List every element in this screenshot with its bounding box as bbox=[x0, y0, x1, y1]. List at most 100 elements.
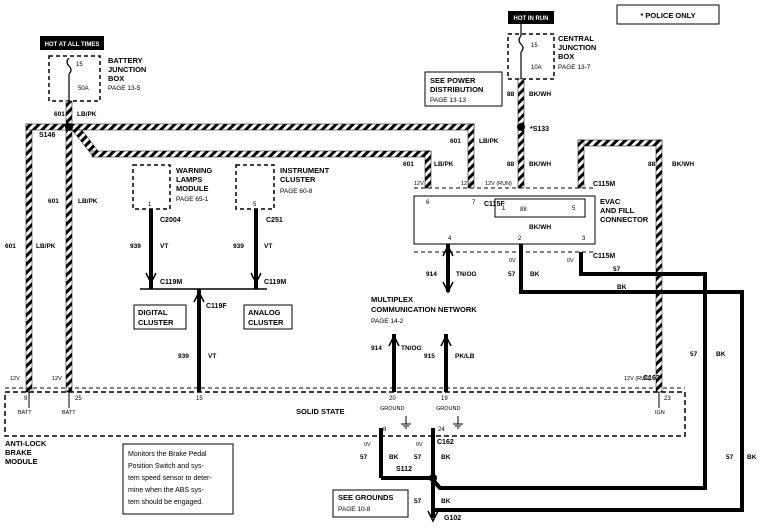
svg-text:Position Switch and sys-: Position Switch and sys- bbox=[128, 463, 205, 470]
connector-c251: C251 bbox=[266, 217, 283, 224]
svg-text:57: 57 bbox=[690, 351, 698, 358]
svg-text:LAMPS: LAMPS bbox=[176, 175, 202, 184]
warning-lamps-module: WARNING LAMPS MODULE PAGE 65-1 1 C2004 bbox=[132, 164, 212, 224]
svg-text:601: 601 bbox=[48, 198, 59, 205]
svg-text:10A: 10A bbox=[531, 65, 542, 71]
svg-text:SEE GROUNDS: SEE GROUNDS bbox=[338, 493, 393, 502]
svg-text:7: 7 bbox=[472, 200, 476, 206]
svg-text:3: 3 bbox=[582, 236, 586, 242]
svg-text:25: 25 bbox=[75, 396, 82, 402]
svg-text:88: 88 bbox=[507, 91, 515, 98]
svg-text:0V: 0V bbox=[567, 258, 574, 264]
svg-text:12V (RUN): 12V (RUN) bbox=[485, 181, 512, 187]
connector-arrow-icon bbox=[193, 290, 205, 303]
connector-arrow-icon bbox=[145, 272, 157, 285]
ground-g102-label: G102 bbox=[444, 515, 461, 522]
svg-text:BK: BK bbox=[747, 454, 757, 461]
connector-c162-bottom: C162 bbox=[437, 439, 454, 446]
note-box: Monitors the Brake Pedal Position Switch… bbox=[122, 443, 234, 515]
svg-text:BATT: BATT bbox=[62, 410, 76, 416]
svg-text:939: 939 bbox=[130, 243, 141, 250]
svg-text:1: 1 bbox=[148, 202, 152, 208]
svg-text:BK/WH: BK/WH bbox=[672, 161, 694, 168]
splice-s133-label: *S133 bbox=[530, 126, 549, 133]
arrow-up-icon bbox=[440, 334, 452, 347]
hot-in-run-badge: HOT IN RUN bbox=[508, 11, 554, 24]
svg-text:GROUND: GROUND bbox=[436, 406, 460, 412]
svg-text:BK: BK bbox=[716, 351, 726, 358]
svg-text:PAGE 10-8: PAGE 10-8 bbox=[338, 506, 371, 513]
splice-s146-label: S146 bbox=[39, 132, 55, 139]
svg-text:24: 24 bbox=[438, 427, 445, 433]
svg-text:57: 57 bbox=[726, 454, 734, 461]
svg-text:914: 914 bbox=[371, 345, 382, 352]
splice-s146-dot bbox=[65, 123, 73, 131]
svg-text:ANALOG: ANALOG bbox=[248, 308, 281, 317]
connector-c115m-bottom: C115M bbox=[593, 253, 615, 260]
splice-s112-label: S112 bbox=[396, 466, 412, 473]
svg-text:BOX: BOX bbox=[558, 52, 574, 61]
svg-text:939: 939 bbox=[178, 353, 189, 360]
svg-text:20: 20 bbox=[389, 396, 396, 402]
svg-text:9: 9 bbox=[24, 396, 28, 402]
svg-text:mine when the ABS sys-: mine when the ABS sys- bbox=[128, 487, 205, 494]
fuse-icon bbox=[66, 57, 72, 75]
svg-text:LB/PK: LB/PK bbox=[78, 198, 98, 205]
svg-text:57: 57 bbox=[414, 454, 422, 461]
anti-lock-brake-module: 12V 12V 12V (RUN) C162 9 25 15 20 19 23 … bbox=[4, 375, 686, 466]
svg-text:PAGE 13-13: PAGE 13-13 bbox=[430, 97, 466, 104]
analog-cluster-box: ANALOG CLUSTER bbox=[243, 304, 293, 330]
digital-cluster-box: DIGITAL CLUSTER bbox=[133, 304, 187, 330]
connector-c115f: C115F bbox=[484, 201, 505, 208]
svg-text:6: 6 bbox=[426, 200, 430, 206]
svg-text:BK: BK bbox=[441, 454, 451, 461]
svg-text:BRAKE: BRAKE bbox=[5, 448, 32, 457]
svg-text:15: 15 bbox=[76, 62, 83, 68]
svg-text:BK: BK bbox=[530, 271, 540, 278]
svg-text:BK/WH: BK/WH bbox=[529, 224, 551, 231]
wire-939: 939 VT 939 VT 939 VT C119M C119M C119F bbox=[130, 209, 286, 392]
svg-text:BK/WH: BK/WH bbox=[529, 161, 551, 168]
svg-text:57: 57 bbox=[414, 498, 422, 505]
svg-text:CLUSTER: CLUSTER bbox=[138, 318, 174, 327]
svg-text:15: 15 bbox=[196, 396, 203, 402]
svg-text:LB/PK: LB/PK bbox=[479, 138, 499, 145]
svg-text:VT: VT bbox=[264, 243, 272, 250]
splice-s133-dot bbox=[517, 123, 525, 131]
multiplex-wires: 914 TN/OG 914 TN/OG 915 PK/LB MULTIPLEX … bbox=[371, 244, 477, 392]
svg-text:88: 88 bbox=[648, 161, 656, 168]
connector-arrow-icon bbox=[250, 272, 262, 285]
svg-text:914: 914 bbox=[426, 271, 437, 278]
svg-text:WARNING: WARNING bbox=[176, 166, 212, 175]
svg-text:DISTRIBUTION: DISTRIBUTION bbox=[430, 85, 483, 94]
shielded-wire-601 bbox=[25, 100, 475, 393]
splice-s112-dot bbox=[429, 474, 437, 482]
connector-c119f: C119F bbox=[206, 303, 227, 310]
grounds-ref: SEE GROUNDS PAGE 10-8 bbox=[332, 489, 409, 518]
svg-text:MODULE: MODULE bbox=[176, 184, 209, 193]
arrow-up-icon bbox=[388, 334, 400, 347]
arrow-up-icon bbox=[442, 244, 454, 257]
svg-text:tem should be engaged.: tem should be engaged. bbox=[128, 499, 203, 506]
svg-text:LB/PK: LB/PK bbox=[434, 161, 454, 168]
power-distribution-ref: SEE POWER DISTRIBUTION PAGE 13-13 bbox=[424, 71, 503, 107]
svg-text:COMMUNICATION NETWORK: COMMUNICATION NETWORK bbox=[371, 305, 477, 314]
svg-text:MULTIPLEX: MULTIPLEX bbox=[371, 295, 413, 304]
svg-text:LB/PK: LB/PK bbox=[77, 111, 97, 118]
svg-text:601: 601 bbox=[5, 243, 16, 250]
connector-c2004: C2004 bbox=[160, 217, 181, 224]
svg-text:601: 601 bbox=[403, 161, 414, 168]
svg-text:5: 5 bbox=[253, 202, 257, 208]
instrument-cluster: INSTRUMENT CLUSTER PAGE 60-8 5 C251 bbox=[235, 164, 330, 224]
svg-text:5: 5 bbox=[572, 206, 576, 212]
svg-text:MODULE: MODULE bbox=[5, 457, 38, 466]
svg-text:939: 939 bbox=[233, 243, 244, 250]
svg-text:19: 19 bbox=[441, 396, 448, 402]
svg-text:PAGE 65-1: PAGE 65-1 bbox=[176, 196, 209, 203]
svg-text:601: 601 bbox=[54, 111, 65, 118]
svg-text:4: 4 bbox=[448, 236, 452, 242]
ground-symbol-icon bbox=[453, 416, 463, 429]
svg-text:50A: 50A bbox=[78, 86, 89, 92]
svg-text:INSTRUMENT: INSTRUMENT bbox=[280, 166, 330, 175]
